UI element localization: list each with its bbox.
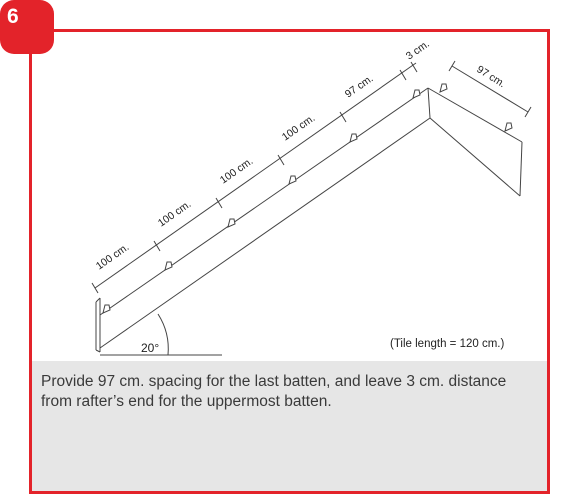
batten-1 bbox=[102, 304, 111, 314]
tile-length-note: (Tile length = 120 cm.) bbox=[390, 338, 504, 350]
batten-fascia-2 bbox=[504, 122, 513, 132]
fascia-dimension-label: 97 cm. bbox=[474, 63, 507, 90]
batten-3 bbox=[227, 218, 236, 228]
dimension-label-6: 3 cm. bbox=[404, 38, 432, 63]
batten-2 bbox=[164, 261, 173, 271]
dimension-label-1: 100 cm. bbox=[94, 241, 131, 272]
dimension-label-5: 97 cm. bbox=[343, 73, 376, 101]
rafter bbox=[99, 87, 523, 349]
step-number: 6 bbox=[7, 5, 19, 28]
batten-6 bbox=[412, 89, 421, 99]
angle-arc bbox=[157, 313, 169, 356]
dimension-label-2: 100 cm. bbox=[156, 198, 193, 229]
rafter-dimension-line bbox=[91, 61, 418, 294]
batten-5 bbox=[349, 133, 358, 143]
rafter-end-post bbox=[95, 297, 101, 353]
angle-label: 20° bbox=[141, 341, 159, 355]
dimension-label-3: 100 cm. bbox=[218, 155, 255, 186]
batten-fascia-1 bbox=[439, 83, 448, 93]
battens bbox=[102, 83, 513, 314]
batten-4 bbox=[288, 175, 297, 185]
dimension-label-4: 100 cm. bbox=[280, 112, 317, 143]
fascia-dimension-line bbox=[448, 60, 532, 118]
step-badge: 6 bbox=[0, 0, 54, 54]
caption-text: Provide 97 cm. spacing for the last batt… bbox=[41, 373, 507, 410]
caption-panel bbox=[32, 361, 547, 491]
